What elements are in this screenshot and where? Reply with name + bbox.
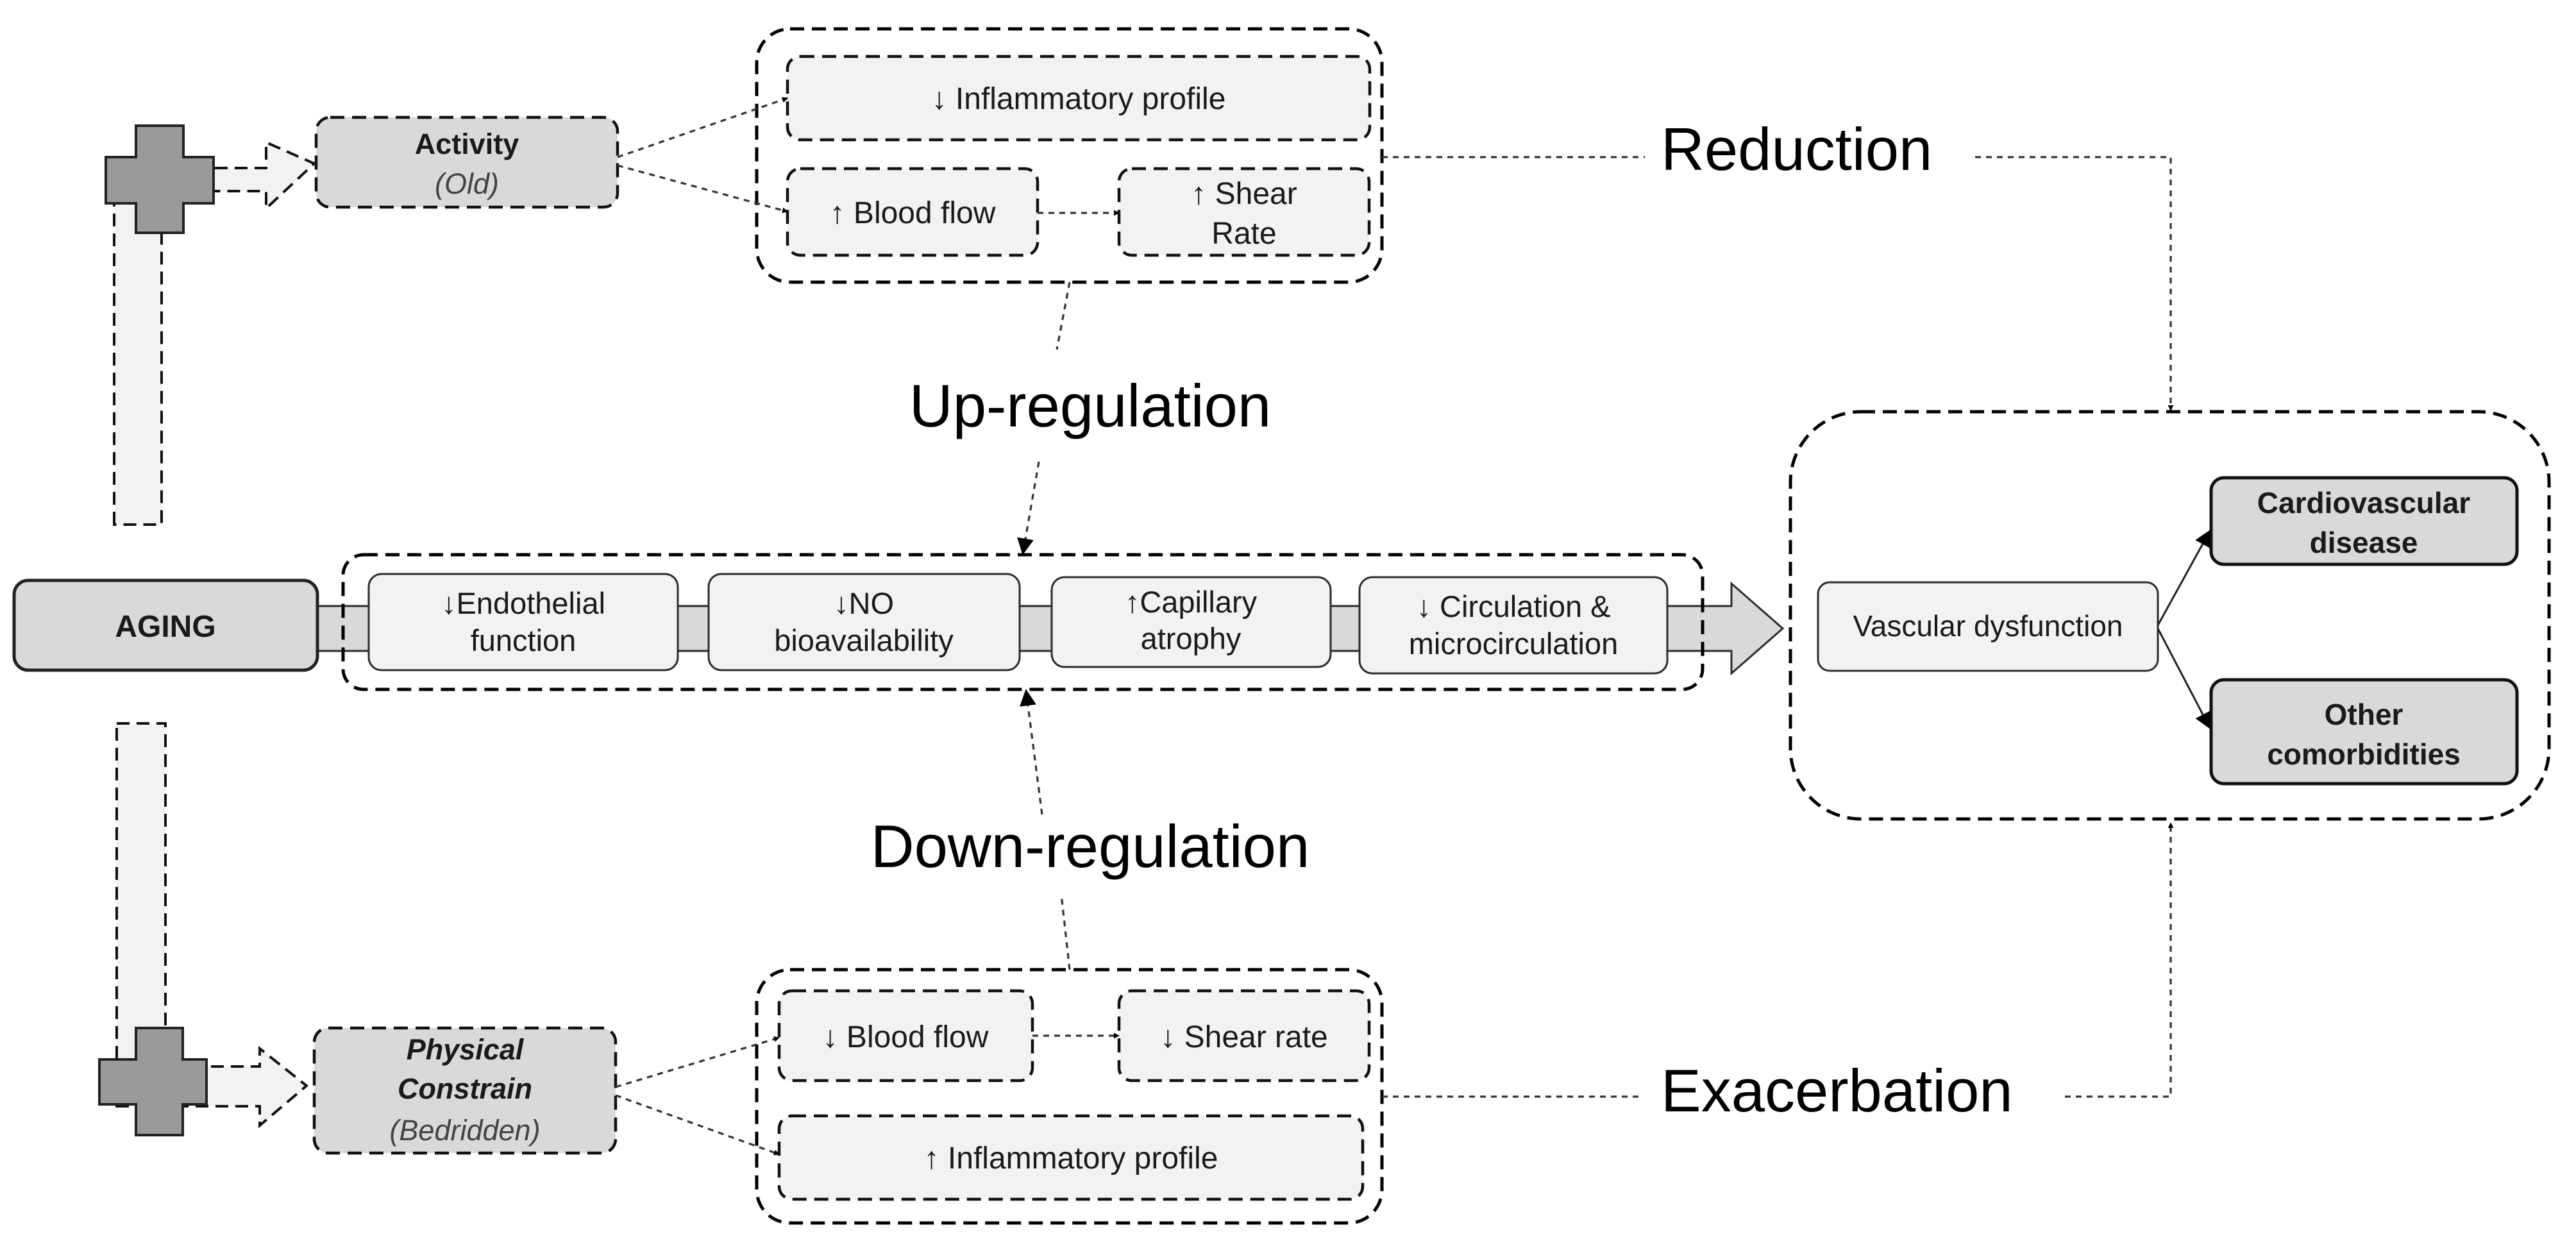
reduction-label: Reduction	[1661, 115, 1932, 183]
link-bottom-group-to-downregulation	[1060, 894, 1071, 970]
bedridden-branch-arrow	[115, 722, 309, 1129]
cardiovascular-line1: Cardiovascular	[2257, 486, 2470, 519]
chain-endothelial-line1: ↓Endothelial	[441, 586, 605, 620]
chain-capillary-line1: ↑Capillary	[1125, 585, 1258, 619]
top-shear-line2: Rate	[1211, 217, 1276, 251]
chain-box-no	[707, 573, 1021, 671]
bottom-inflammatory-label: ↑ Inflammatory profile	[924, 1142, 1218, 1176]
top-inflammatory-box	[786, 55, 1372, 142]
chain-capillary-line2: atrophy	[1141, 621, 1242, 655]
arrow-physical-to-inflammatory	[615, 1094, 780, 1156]
arrow-reduction-to-outcome	[1975, 156, 2174, 411]
other-line1: Other	[2325, 698, 2403, 731]
activity-box	[314, 115, 619, 209]
top-bloodflow-label: ↑ Blood flow	[830, 196, 996, 230]
cardiovascular-line2: disease	[2310, 526, 2418, 559]
chain-circulation-line1: ↓ Circulation &	[1417, 589, 1611, 623]
outcome-group	[1789, 410, 2551, 821]
arrow-upregulation-to-chain	[1017, 461, 1040, 555]
activity-subtitle: (Old)	[435, 167, 499, 200]
arrow-downregulation-to-chain	[1020, 689, 1043, 815]
bottom-inflammatory-box	[777, 1114, 1365, 1201]
chain-box-circulation	[1358, 576, 1669, 675]
down-regulation-label: Down-regulation	[871, 813, 1309, 880]
other-line2: comorbidities	[2267, 738, 2461, 771]
top-effects-group	[755, 27, 1384, 284]
chain-circulation-line2: microcirculation	[1409, 627, 1618, 661]
vascular-dysfunction-box	[1817, 581, 2159, 672]
plus-icon-bedridden	[98, 1027, 208, 1136]
bottom-bloodflow-box	[777, 989, 1034, 1083]
aging-label: AGING	[115, 610, 215, 644]
chain-endothelial-line2: function	[471, 623, 577, 657]
other-comorbidities-box	[2209, 678, 2519, 786]
chain-no-line2: bioavailability	[774, 623, 954, 657]
aging-box	[12, 578, 319, 672]
bottom-shear-label: ↓ Shear rate	[1160, 1020, 1327, 1054]
arrow-vascular-to-other	[2157, 628, 2211, 730]
physical-constrain-box	[312, 1026, 618, 1155]
physical-subtitle: (Bedridden)	[389, 1114, 540, 1147]
arrow-vascular-to-cardiovascular	[2157, 529, 2211, 626]
top-inflammatory-label: ↓ Inflammatory profile	[932, 82, 1226, 116]
bottom-bloodflow-label: ↓ Blood flow	[823, 1020, 989, 1054]
top-shear-line1: ↑ Shear	[1191, 177, 1297, 211]
arrow-activity-to-bloodflow	[617, 164, 788, 214]
arrow-activity-to-inflammatory	[617, 97, 788, 158]
physical-title-line2: Constrain	[398, 1072, 532, 1105]
up-regulation-label: Up-regulation	[909, 372, 1271, 439]
plus-icon-activity	[105, 124, 215, 234]
chain-box-endothelial	[367, 573, 679, 671]
activity-title: Activity	[415, 128, 519, 160]
physical-title-line1: Physical	[407, 1033, 525, 1066]
link-top-group-to-upregulation	[1056, 282, 1071, 350]
exacerbation-label: Exacerbation	[1661, 1057, 2013, 1124]
cardiovascular-box	[2209, 476, 2519, 566]
chain-box-capillary	[1050, 576, 1332, 668]
chain-no-line1: ↓NO	[834, 586, 894, 620]
arrow-physical-to-bloodflow	[615, 1036, 780, 1088]
vascular-dysfunction-label: Vascular dysfunction	[1853, 609, 2123, 643]
arrow-exacerbation-to-outcome	[2065, 822, 2174, 1098]
bottom-shear-box	[1117, 989, 1371, 1083]
